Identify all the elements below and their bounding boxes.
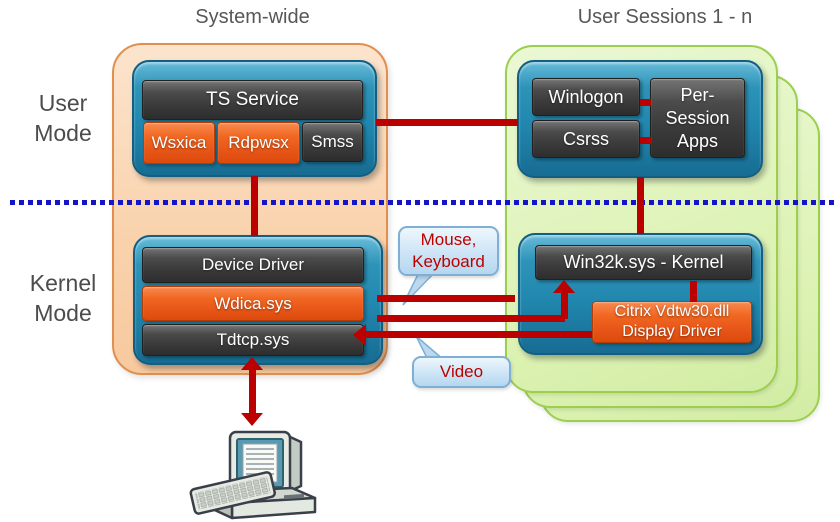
- arrow-down-to-client: [241, 413, 263, 426]
- wdica-box: Wdica.sys: [142, 286, 364, 321]
- connector-input-line-1: [377, 295, 515, 302]
- title-user-sessions: User Sessions 1 - n: [577, 6, 753, 28]
- desktop-computer-icon: [189, 430, 317, 520]
- connector-video-line: [366, 331, 592, 338]
- winlogon-box: Winlogon: [532, 78, 640, 116]
- label-kernel-mode: Kernel Mode: [29, 270, 97, 326]
- video-callout: Video: [412, 356, 511, 388]
- connector-ts-to-device-driver: [251, 176, 258, 236]
- connector-input-riser: [561, 293, 568, 319]
- connector-csrss-to-apps: [640, 137, 651, 144]
- arrow-up-to-tdtcp: [241, 357, 263, 370]
- rdpwsx-box: Rdpwsx: [217, 122, 300, 164]
- per-session-apps-box: Per- Session Apps: [650, 78, 745, 158]
- citrix-display-driver-box: Citrix Vdtw30.dll Display Driver: [592, 301, 752, 343]
- csrss-box: Csrss: [532, 120, 640, 158]
- tdtcp-box: Tdtcp.sys: [142, 324, 364, 356]
- ts-service-box: TS Service: [142, 80, 363, 120]
- arrow-into-tdtcp: [353, 324, 366, 346]
- connector-win32k-to-citrix: [690, 281, 697, 302]
- smss-box: Smss: [302, 122, 363, 162]
- connector-winlogon-to-apps: [640, 99, 651, 106]
- connector-client-line: [249, 368, 256, 414]
- title-system-wide: System-wide: [195, 6, 310, 28]
- win32k-box: Win32k.sys - Kernel: [535, 245, 752, 280]
- wsxica-box: Wsxica: [143, 122, 215, 164]
- connector-session-to-win32k: [637, 177, 644, 234]
- connector-input-line-2: [377, 315, 565, 322]
- mouse-keyboard-callout: Mouse, Keyboard: [398, 226, 499, 276]
- user-kernel-divider-line: [10, 200, 834, 205]
- label-user-mode: User Mode: [34, 90, 92, 146]
- arrow-into-win32k: [553, 280, 575, 293]
- connector-ts-to-winlogon: [376, 119, 518, 126]
- device-driver-box: Device Driver: [142, 247, 364, 283]
